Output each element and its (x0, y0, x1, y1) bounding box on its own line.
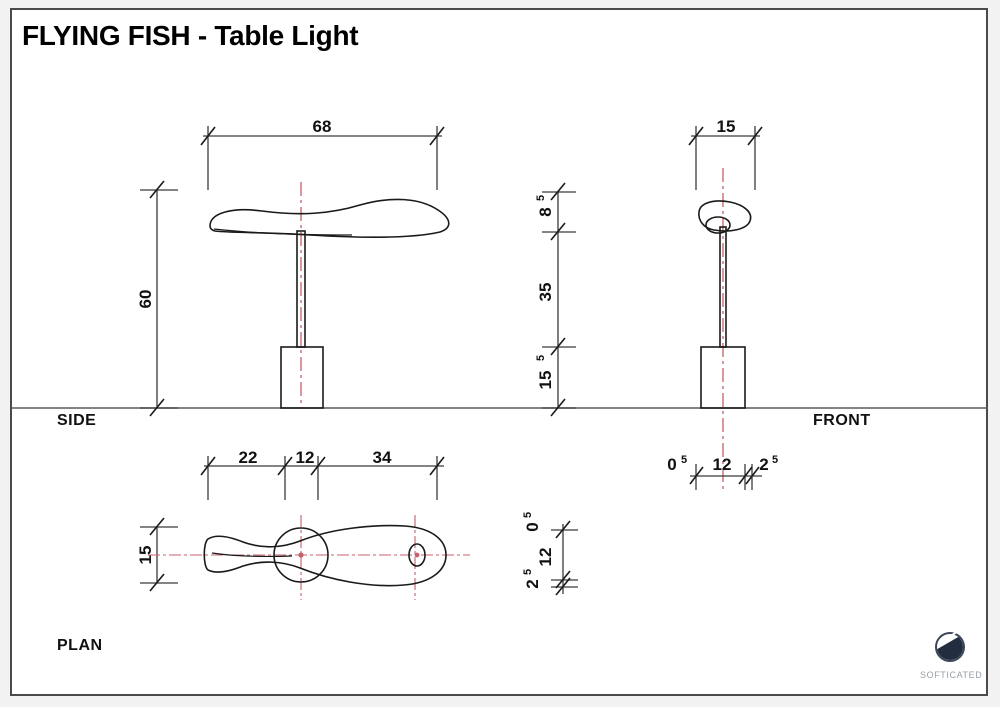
dim-front-base-group: 15 5 (535, 355, 555, 390)
plan-head-ellipse (408, 543, 426, 567)
dim-front-width: 15 (717, 117, 736, 136)
view-label-side: SIDE (57, 412, 97, 429)
plan-chain-tick-2 (277, 456, 293, 476)
plan-depth-tick-bottom (149, 573, 165, 592)
logo-wordmark: SOFTICATED (920, 670, 983, 680)
dim-front-base: 15 (536, 371, 555, 390)
front-base (700, 346, 746, 409)
view-label-plan: PLAN (57, 637, 103, 654)
dim-detail-h-3-sup: 5 (772, 454, 778, 466)
dim-side-width: 68 (313, 117, 332, 136)
detail-v-tick-3 (555, 577, 571, 596)
dim-plan-seg-3: 34 (373, 448, 392, 467)
detail-v-tick-2 (555, 570, 571, 589)
front-chain-tick-3 (550, 337, 566, 356)
detail-h-tick-1 (689, 466, 704, 485)
detail-h-tick-2 (738, 466, 753, 485)
plan-depth-tick-top (149, 517, 165, 536)
front-chain-tick-2 (550, 222, 566, 241)
side-height-tick-bottom (149, 398, 165, 417)
dim-plan-depth: 15 (136, 546, 155, 565)
side-base (280, 346, 324, 409)
plan-fish-inner-line (211, 552, 293, 557)
front-socket-ellipse (705, 216, 731, 234)
page-title: FLYING FISH - Table Light (22, 20, 359, 51)
dim-detail-v-3-group: 2 5 (522, 569, 542, 589)
dim-plan-seg-1: 22 (239, 448, 258, 467)
dim-detail-v-1: 0 (523, 522, 542, 531)
dim-detail-v-2: 12 (536, 548, 555, 567)
dim-front-head: 8 (536, 207, 555, 216)
plan-head-center-point (414, 552, 420, 558)
side-width-tick-left (200, 126, 216, 146)
plan-chain-tick-4 (429, 456, 445, 476)
sheet-border-frame (10, 8, 988, 696)
front-chain-tick-4 (550, 398, 566, 417)
side-shade-inner-edge (213, 228, 353, 236)
view-label-front: FRONT (813, 412, 871, 429)
dim-detail-h-1-sup: 5 (681, 454, 687, 466)
plan-stem-center-point (298, 552, 304, 558)
brand-logo: SOFTICATED (920, 628, 983, 688)
softicated-logo-icon (931, 628, 971, 668)
detail-h-tick-3 (745, 466, 760, 485)
plan-stem-circle (273, 527, 329, 583)
dim-front-head-sup: 5 (535, 195, 547, 201)
dim-detail-v-1-group: 0 5 (522, 512, 542, 532)
front-chain-tick-1 (550, 182, 566, 201)
dim-plan-seg-2: 12 (296, 448, 315, 467)
dim-detail-h-3: 2 (759, 455, 768, 474)
side-width-tick-right (429, 126, 445, 146)
plan-chain-tick-1 (200, 456, 216, 476)
dim-detail-v-3: 2 (523, 579, 542, 588)
side-shade-outline (209, 198, 450, 239)
logo-circle-shape (935, 632, 965, 662)
detail-v-tick-1 (555, 520, 571, 539)
front-width-tick-right (747, 126, 763, 146)
dim-detail-h-2: 12 (713, 455, 732, 474)
dim-front-base-sup: 5 (535, 355, 547, 361)
dim-front-stem: 35 (536, 283, 555, 302)
dim-detail-v-1-sup: 5 (522, 512, 534, 518)
plan-chain-tick-3 (310, 456, 326, 476)
dim-side-height: 60 (136, 290, 155, 309)
dim-front-head-group: 8 5 (535, 195, 555, 217)
front-width-tick-left (688, 126, 704, 146)
dim-detail-h-1: 0 (667, 455, 676, 474)
plan-fish-outline (203, 524, 447, 587)
dim-detail-h-1-group: 0 5 (667, 454, 687, 474)
dim-detail-v-3-sup: 5 (522, 569, 534, 575)
side-height-tick-top (149, 180, 165, 199)
dim-detail-h-3-group: 2 5 (759, 454, 778, 474)
